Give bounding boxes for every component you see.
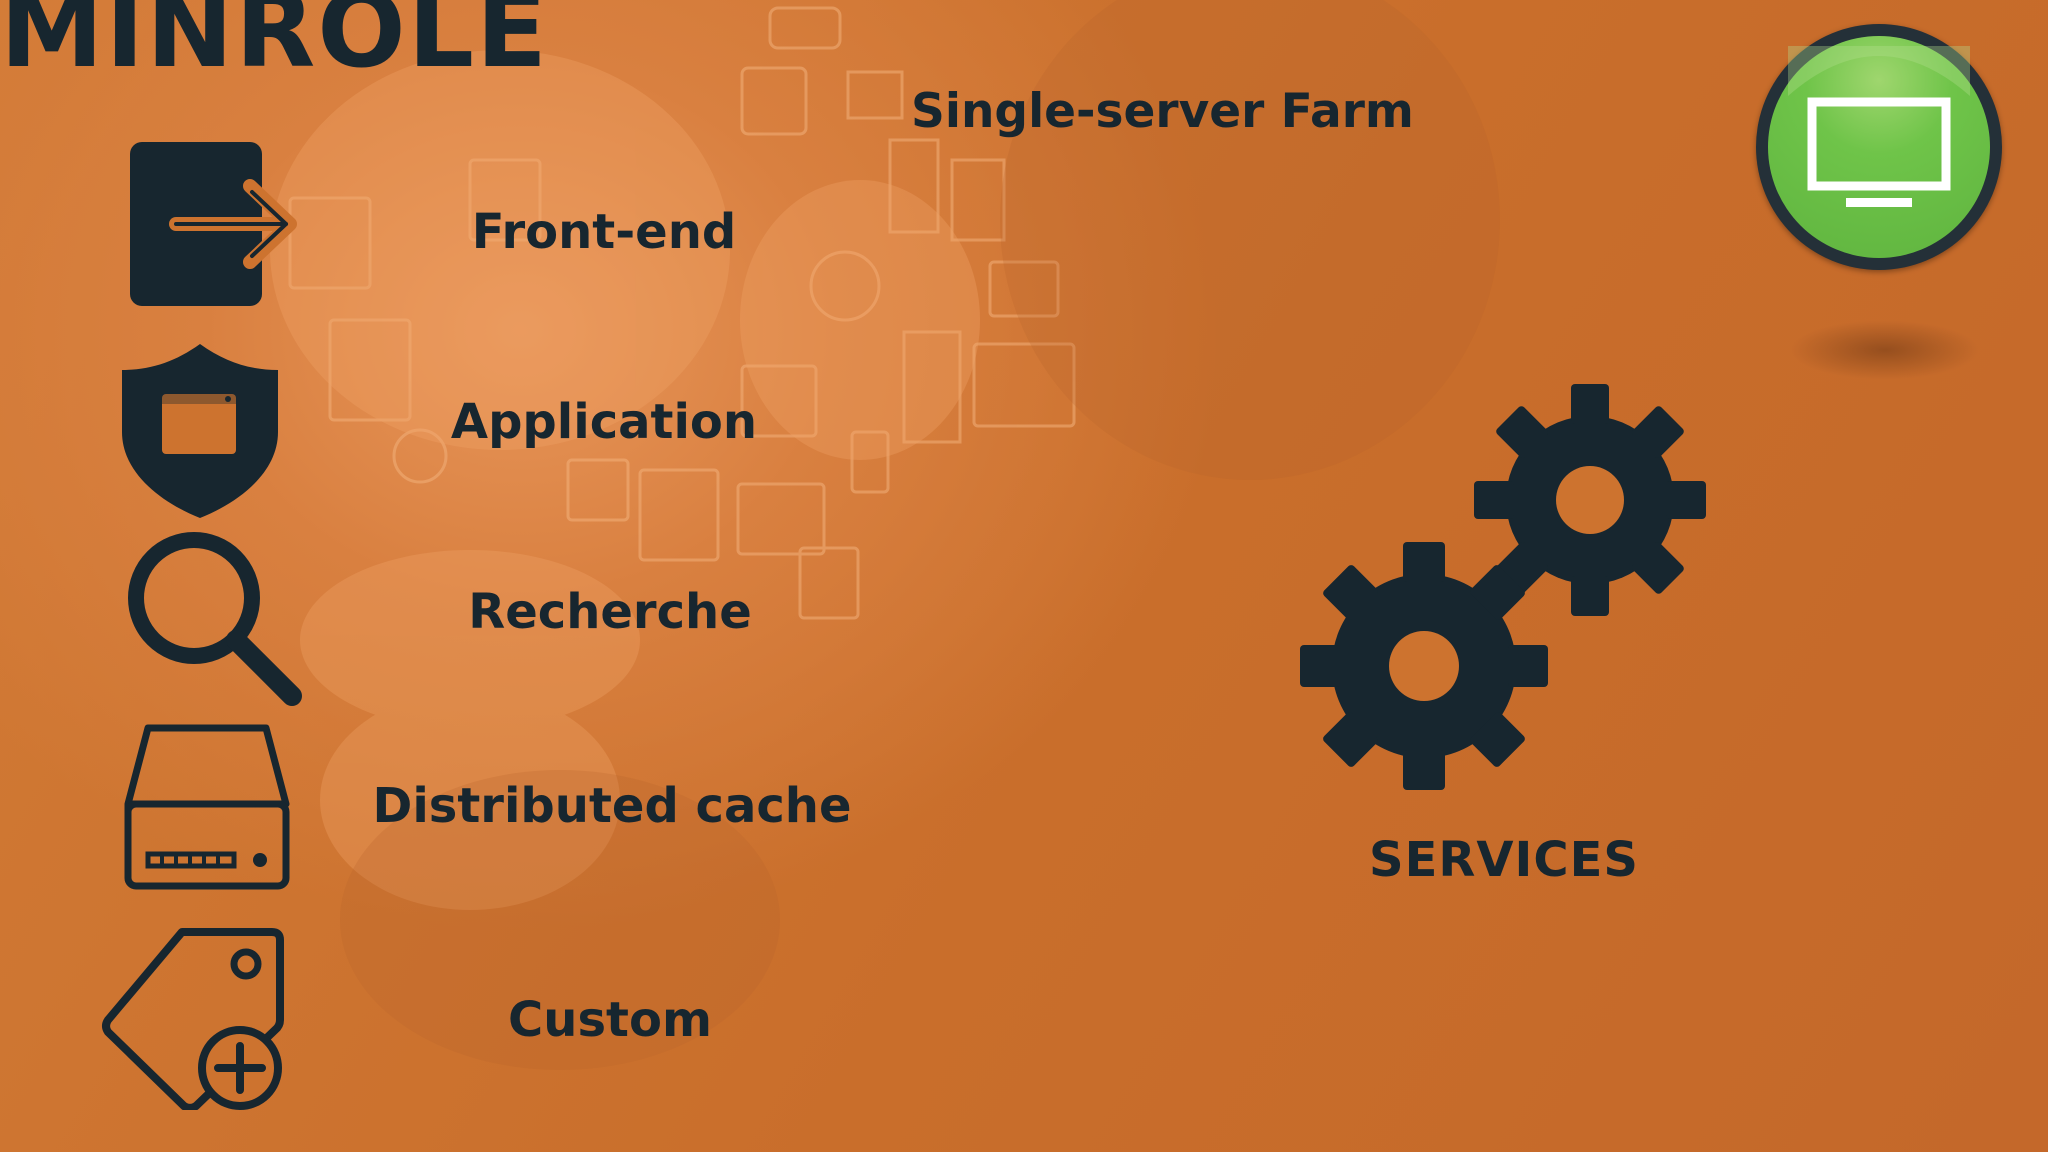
monitor-button-shadow <box>1790 320 1980 380</box>
role-label-custom: Custom <box>508 992 712 1048</box>
role-label-front-end: Front-end <box>471 204 737 260</box>
role-label-application: Application <box>450 394 758 450</box>
page-title: MINROLE <box>0 0 550 91</box>
monitor-button[interactable] <box>1756 24 2002 270</box>
farm-type-label: Single-server Farm <box>911 84 1414 139</box>
role-label-distributed-cache: Distributed cache <box>372 778 852 834</box>
services-label: SERVICES <box>1369 832 1639 888</box>
monitor-icon <box>1788 46 1970 207</box>
tag-plus-icon <box>100 924 290 1112</box>
gears-icon <box>1300 384 1706 790</box>
role-label-recherche: Recherche <box>468 584 752 640</box>
magnifier-icon <box>126 530 302 706</box>
exit-door-icon <box>128 140 298 310</box>
server-drive-icon <box>124 724 290 890</box>
shield-window-icon <box>120 342 280 520</box>
